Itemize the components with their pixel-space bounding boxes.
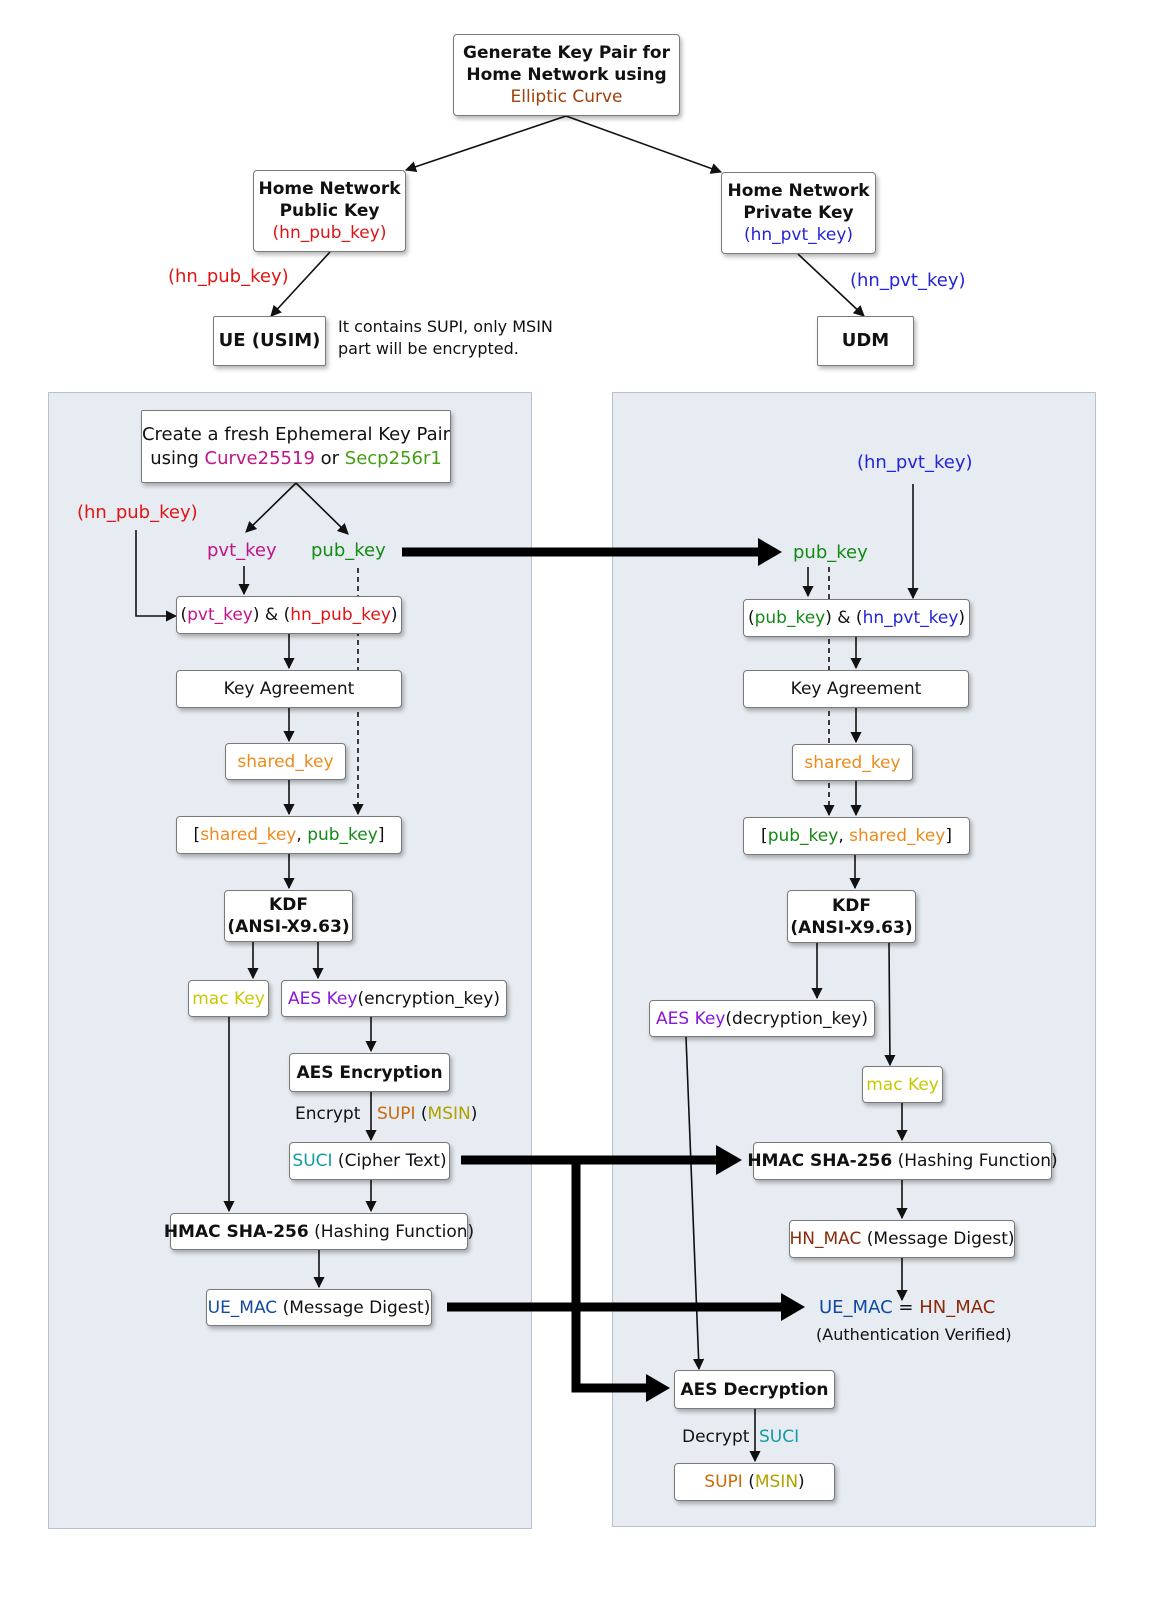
udm-hn-mac-digest-box: HN_MAC (Message Digest) bbox=[789, 1220, 1015, 1258]
edge-private-to-udm bbox=[797, 253, 865, 317]
udm-aes-decryption-box: AES Decryption bbox=[674, 1370, 835, 1409]
ue-hn-pub-key-label: (hn_pub_key) bbox=[77, 502, 198, 523]
ue-pvt-hn-pub-combo-box: (pvt_key) & (hn_pub_key) bbox=[176, 596, 402, 634]
ue-note: It contains SUPI, only MSIN part will be… bbox=[338, 317, 553, 358]
udm-kdf-box: KDF (ANSI-X9.63) bbox=[787, 890, 916, 943]
udm-pub-key-label: pub_key bbox=[793, 542, 868, 563]
ephemeral-key-pair-box: Create a fresh Ephemeral Key Pair using … bbox=[141, 410, 451, 483]
ue-kdf-box: KDF (ANSI-X9.63) bbox=[224, 890, 353, 942]
hn-pvt-key-edge-label: (hn_pvt_key) bbox=[850, 270, 966, 291]
ue-mac-key-box: mac Key bbox=[188, 980, 269, 1017]
udm-box: UDM bbox=[817, 316, 914, 366]
udm-panel bbox=[612, 392, 1096, 1527]
generate-key-pair-box: Generate Key Pair for Home Network using… bbox=[453, 34, 680, 116]
edge-gen-to-private bbox=[565, 115, 723, 174]
udm-hn-pvt-key-label: (hn_pvt_key) bbox=[857, 452, 973, 473]
transfer-suci-to-decrypt-arrow bbox=[571, 1160, 648, 1393]
ue-pvt-key-label: pvt_key bbox=[207, 540, 277, 561]
ue-hmac-box: HMAC SHA-256 (Hashing Function) bbox=[164, 1213, 474, 1250]
edge-gen-to-public bbox=[404, 115, 567, 173]
udm-hmac-box: HMAC SHA-256 (Hashing Function) bbox=[747, 1142, 1058, 1180]
udm-shared-key-box: shared_key bbox=[792, 744, 913, 781]
udm-pub-shared-combo-box: [pub_key, shared_key] bbox=[743, 817, 970, 855]
ue-shared-key-box: shared_key bbox=[225, 743, 346, 780]
udm-pub-hn-pvt-combo-box: (pub_key) & (hn_pvt_key) bbox=[743, 599, 970, 637]
ue-key-agreement-box: Key Agreement bbox=[176, 670, 402, 708]
ue-supi-msin-label: SUPI (MSIN) bbox=[377, 1104, 478, 1124]
udm-decrypt-label: Decrypt bbox=[682, 1427, 750, 1447]
ue-usim-box: UE (USIM) bbox=[213, 316, 326, 366]
udm-mac-key-box: mac Key bbox=[862, 1066, 943, 1103]
udm-supi-msin-box: SUPI (MSIN) bbox=[674, 1463, 835, 1501]
home-network-private-key-box: Home Network Private Key (hn_pvt_key) bbox=[721, 172, 876, 254]
ue-shared-pub-combo-box: [shared_key, pub_key] bbox=[176, 816, 402, 854]
home-network-public-key-box: Home Network Public Key (hn_pub_key) bbox=[253, 170, 406, 252]
ue-pub-key-label: pub_key bbox=[311, 540, 386, 561]
udm-suci-label: SUCI bbox=[759, 1427, 800, 1447]
edge-public-to-ue bbox=[270, 251, 331, 317]
authentication-verified-label: (Authentication Verified) bbox=[816, 1325, 1012, 1344]
ue-suci-box: SUCI (Cipher Text) bbox=[289, 1142, 450, 1180]
mac-verification-label: UE_MAC = HN_MAC bbox=[819, 1297, 996, 1318]
ue-encrypt-label: Encrypt bbox=[295, 1104, 361, 1124]
udm-key-agreement-box: Key Agreement bbox=[743, 670, 969, 708]
ue-mac-digest-box: UE_MAC (Message Digest) bbox=[206, 1289, 432, 1326]
hn-pub-key-edge-label: (hn_pub_key) bbox=[168, 266, 289, 287]
udm-aes-key-box: AES Key(decryption_key) bbox=[649, 1000, 875, 1037]
ue-aes-encryption-box: AES Encryption bbox=[289, 1053, 450, 1092]
ue-aes-key-box: AES Key(encryption_key) bbox=[281, 980, 507, 1017]
ue-panel bbox=[48, 392, 532, 1529]
